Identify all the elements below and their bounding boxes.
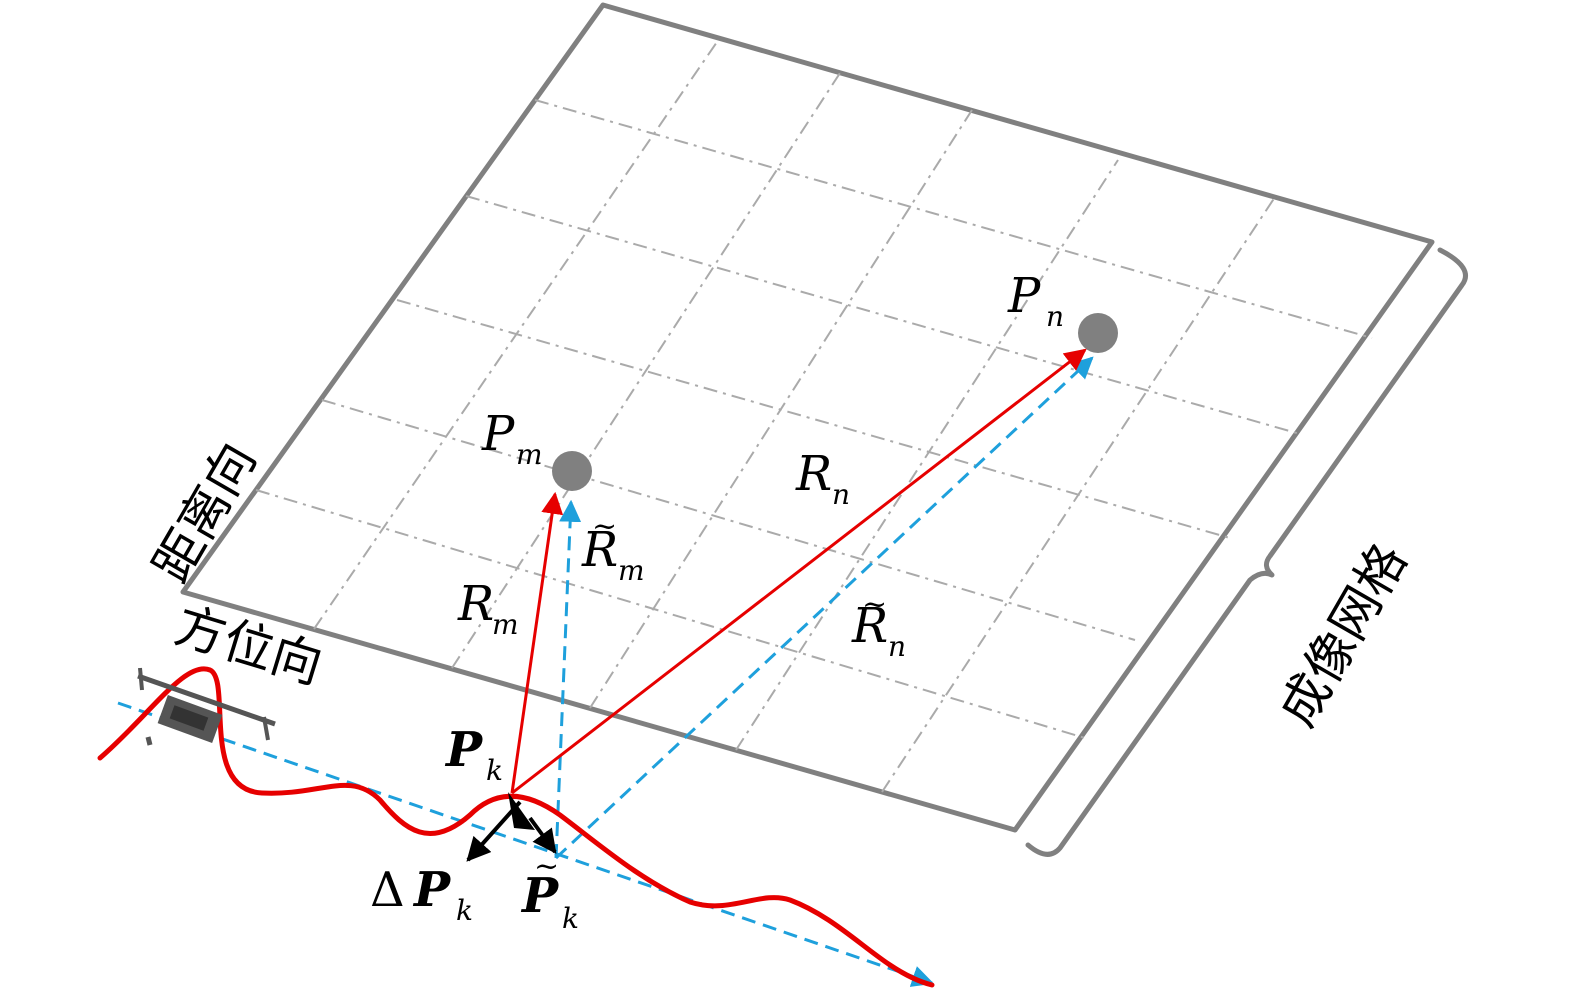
svg-text:~: ~ xyxy=(534,849,559,884)
svg-text:n: n xyxy=(1046,300,1064,333)
svg-text:m: m xyxy=(516,438,543,471)
range-label-n: R n xyxy=(795,446,850,511)
nominal-track xyxy=(117,701,935,987)
svg-text:k: k xyxy=(456,894,473,927)
target-label-m: P m xyxy=(481,406,543,471)
svg-text:n: n xyxy=(888,630,906,663)
position-error-label: Δ P k xyxy=(370,862,473,927)
imaging-grid-lines xyxy=(255,38,1373,793)
svg-text:~: ~ xyxy=(592,509,617,544)
imaging-grid-border xyxy=(180,2,1435,833)
svg-text:m: m xyxy=(618,554,645,587)
svg-text:n: n xyxy=(832,478,850,511)
svg-text:m: m xyxy=(492,608,519,641)
svg-text:P: P xyxy=(1007,268,1041,324)
radar-platform-icon xyxy=(137,667,276,746)
svg-text:R: R xyxy=(795,446,832,502)
svg-text:R: R xyxy=(457,576,494,632)
range-vector-m xyxy=(510,491,564,794)
position-error-arrowhead xyxy=(508,792,535,830)
target-label-n: P n xyxy=(1007,268,1064,333)
nominal-range-vector-n xyxy=(554,356,1094,860)
target-point-n xyxy=(1078,313,1118,353)
svg-text:P: P xyxy=(481,406,515,462)
actual-position-label: P k xyxy=(444,722,503,787)
nominal-position-label: ~ P k xyxy=(520,849,579,935)
svg-text:k: k xyxy=(486,754,503,787)
range-vector-n xyxy=(511,348,1087,795)
position-error-vector-reverse xyxy=(528,816,557,854)
nominal-range-label-n: ~ R n xyxy=(851,587,906,663)
svg-text:P: P xyxy=(520,868,560,924)
target-point-m xyxy=(552,451,592,491)
nominal-range-vector-m xyxy=(554,499,582,859)
range-label-m: R m xyxy=(457,576,519,641)
svg-text:R: R xyxy=(851,598,888,654)
svg-text:P: P xyxy=(412,862,452,918)
svg-text:P: P xyxy=(444,722,484,778)
nominal-range-label-m: ~ R m xyxy=(581,509,645,587)
svg-text:R: R xyxy=(581,522,618,578)
svg-text:k: k xyxy=(562,902,579,935)
imaging-grid-label: 成像网格 xyxy=(1268,534,1418,736)
svg-text:Δ: Δ xyxy=(370,862,405,918)
svg-text:~: ~ xyxy=(862,587,887,622)
range-direction-label: 距离向 xyxy=(142,433,267,592)
imaging-grid-brace xyxy=(1025,247,1468,857)
